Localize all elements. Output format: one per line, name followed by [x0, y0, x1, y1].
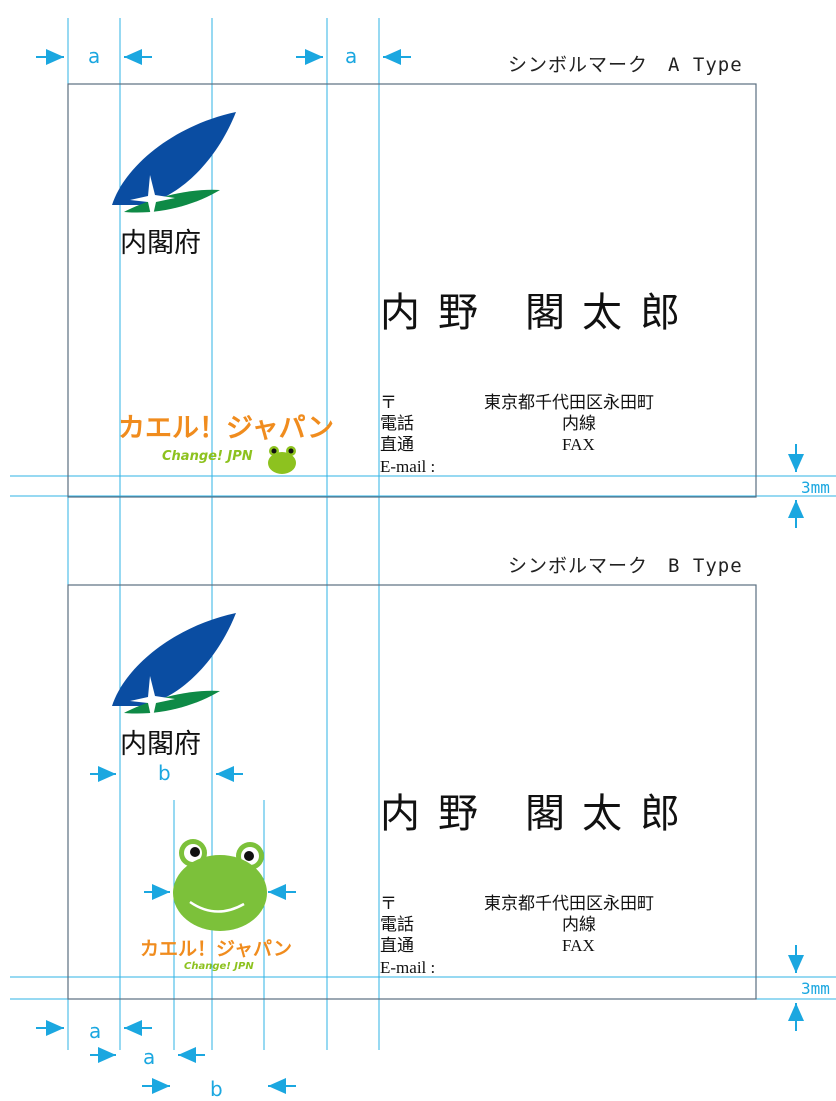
dimension-label-a: a [345, 44, 357, 68]
business-card-b [67, 584, 757, 1000]
dimension-a-top: a a [36, 44, 411, 68]
slogan-jp: カエル！ジャパン [118, 413, 334, 444]
address: 東京都千代田区永田町 [484, 393, 654, 412]
bleed-dimension-a: 3mm [788, 444, 830, 528]
type-title-b: シンボルマーク B Type [508, 555, 743, 577]
person-name-a: 内 野 閣 太 郎 [380, 290, 680, 336]
postal-mark: 〒 [380, 894, 397, 913]
bleed-dimension-b: 3mm [788, 945, 830, 1031]
frog-mascot-icon [144, 839, 296, 931]
dimension-label-a: a [143, 1045, 155, 1069]
name-char: 太 [582, 290, 622, 336]
slogan-jp: カエル！ジャパン [140, 938, 292, 960]
cabinet-office-leaf-logo-b [112, 613, 236, 721]
name-char: 内 [380, 290, 420, 336]
contact-info-a: 〒 東京都千代田区永田町 電話 内線 直通 FAX E-mail : [380, 393, 654, 476]
email-label: E-mail : [380, 958, 435, 977]
person-name-b: 内 野 閣 太 郎 [380, 791, 680, 837]
email-label: E-mail : [380, 457, 435, 476]
slogan-en: Change! JPN [162, 449, 253, 464]
name-char: 内 [380, 791, 420, 837]
postal-mark: 〒 [380, 393, 397, 412]
cabinet-office-leaf-logo-a [112, 112, 236, 220]
name-char: 閣 [525, 290, 565, 336]
address: 東京都千代田区永田町 [484, 894, 654, 913]
contact-info-b: 〒 東京都千代田区永田町 電話 内線 直通 FAX E-mail : [380, 894, 654, 977]
dimension-label-a: a [88, 44, 100, 68]
business-card-a [67, 83, 757, 498]
direct-label: 直通 [380, 435, 414, 454]
direct-label: 直通 [380, 936, 414, 955]
name-char: 野 [438, 290, 478, 336]
org-name-a: 内閣府 [120, 228, 201, 259]
bleed-label: 3mm [801, 478, 830, 497]
dimension-bottom: a a b [36, 1019, 296, 1101]
phone-label: 電話 [380, 915, 414, 934]
fax-label: FAX [562, 435, 595, 454]
name-char: 閣 [525, 791, 565, 837]
kaeru-japan-logo-b: カエル！ジャパン Change! JPN [140, 938, 292, 972]
dimension-label-b: b [210, 1077, 223, 1101]
phone-label: 電話 [380, 414, 414, 433]
dimension-b-top: b [90, 761, 243, 785]
type-title-a: シンボルマーク A Type [508, 54, 743, 76]
kaeru-japan-logo-a: カエル！ジャパン Change! JPN [118, 413, 334, 474]
dimension-label-b: b [158, 761, 171, 785]
name-char: 郎 [640, 290, 680, 336]
slogan-en: Change! JPN [184, 961, 254, 972]
extension-label: 内線 [562, 414, 596, 433]
dimension-label-a: a [89, 1019, 101, 1043]
org-name-b: 内閣府 [120, 729, 201, 760]
bleed-label: 3mm [801, 979, 830, 998]
extension-label: 内線 [562, 915, 596, 934]
name-char: 太 [582, 791, 622, 837]
name-char: 郎 [640, 791, 680, 837]
fax-label: FAX [562, 936, 595, 955]
frog-icon [268, 446, 296, 474]
name-char: 野 [438, 791, 478, 837]
